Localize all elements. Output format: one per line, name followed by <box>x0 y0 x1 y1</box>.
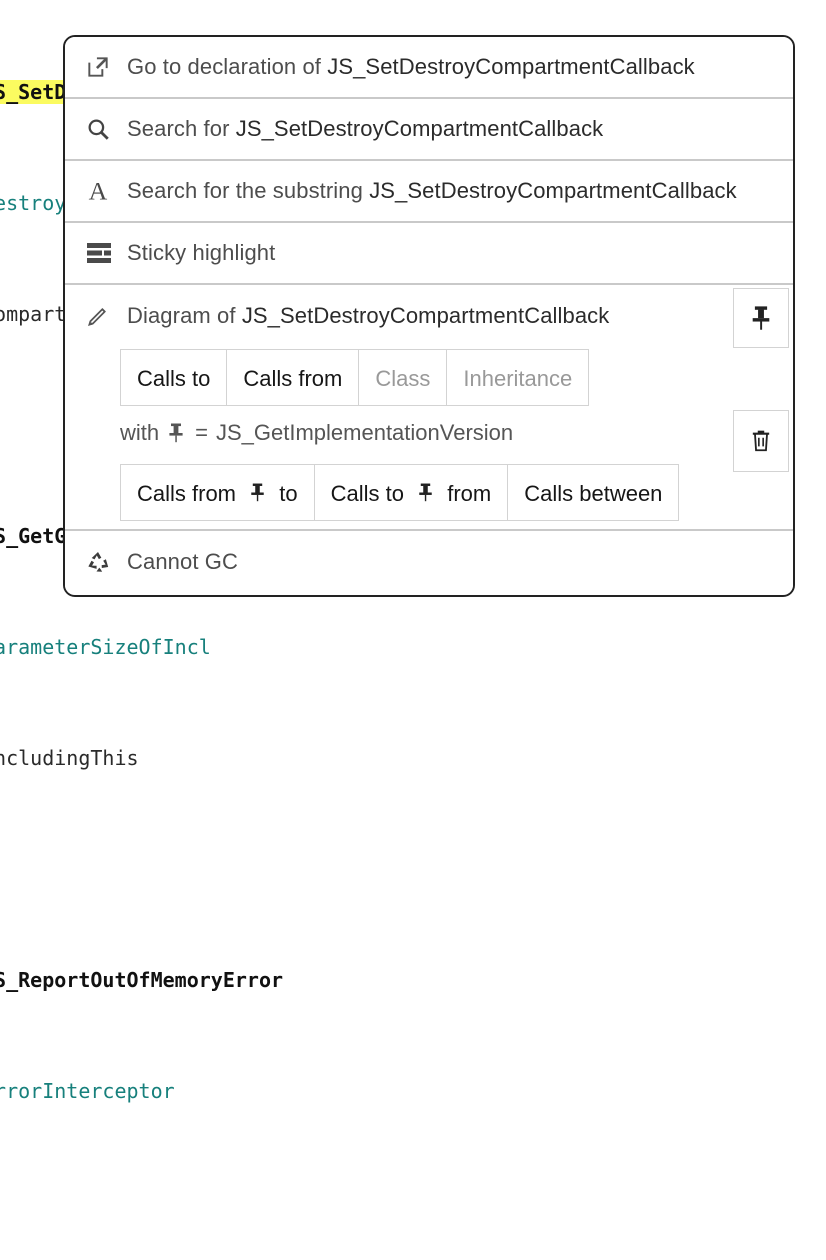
pushpin-icon <box>167 422 185 444</box>
pushpin-icon <box>249 482 266 503</box>
menu-item-symbol: JS_SetDestroyCompartmentCallback <box>369 178 737 203</box>
pinned-symbol-line: with = JS_GetImplementationVersion <box>120 406 793 460</box>
diagram-type-button-group: Calls to Calls from Class Inheritance <box>120 349 793 406</box>
search-icon <box>85 116 127 142</box>
pen-icon <box>85 303 127 329</box>
pushpin-icon <box>417 482 434 503</box>
menu-item-symbol: JS_SetDestroyCompartmentCallback <box>235 116 604 141</box>
diagram-inheritance-button[interactable]: Inheritance <box>446 349 590 406</box>
diagram-pin-relation-button-group: Calls from to Calls to <box>120 464 793 521</box>
menu-item-sticky-highlight[interactable]: Sticky highlight <box>65 223 793 285</box>
code-line: JS_ReportOutOfMemoryError <box>0 968 284 992</box>
menu-item-symbol: JS_SetDestroyCompartmentCallback <box>327 54 695 79</box>
recycle-icon <box>85 549 127 575</box>
menu-item-diagram[interactable]: Diagram of JS_SetDestroyCompartmentCallb… <box>65 285 793 347</box>
menu-item-label: Search for JS_SetDestroyCompartmentCallb… <box>127 116 603 142</box>
menu-item-label: Sticky highlight <box>127 240 275 266</box>
code-line: ErrorInterceptor <box>0 1079 175 1103</box>
code-line: ) <box>0 1184 826 1221</box>
button-text-after: to <box>279 481 298 506</box>
delete-pin-button[interactable] <box>733 410 789 472</box>
menu-item-text: Search for the substring <box>127 178 370 203</box>
diagram-calls-to-button[interactable]: Calls to <box>120 349 227 406</box>
menu-item-label: Search for the substring JS_SetDestroyCo… <box>127 178 737 204</box>
menu-item-cannot-gc[interactable]: Cannot GC <box>65 531 793 593</box>
menu-item-symbol: JS_SetDestroyCompartmentCallback <box>241 303 610 328</box>
context-menu-popup: Go to declaration of JS_SetDestroyCompar… <box>63 35 795 597</box>
button-text-after: from <box>447 481 492 506</box>
external-link-icon <box>85 54 127 80</box>
menu-item-go-to-declaration[interactable]: Go to declaration of JS_SetDestroyCompar… <box>65 37 793 99</box>
letter-a-icon: A <box>85 177 127 205</box>
svg-text:A: A <box>89 177 108 205</box>
menu-item-search-substring[interactable]: A Search for the substring JS_SetDestroy… <box>65 161 793 223</box>
menu-item-label: Diagram of JS_SetDestroyCompartmentCallb… <box>127 303 609 329</box>
calls-from-pin-to-button[interactable]: Calls from to <box>120 464 314 521</box>
calls-between-button[interactable]: Calls between <box>507 464 680 521</box>
trash-icon <box>748 427 774 455</box>
with-label: with <box>120 420 160 445</box>
code-line: includingThis <box>0 746 139 770</box>
code-line <box>0 851 826 888</box>
menu-item-text: Search for <box>127 116 236 141</box>
menu-item-text: Diagram of <box>127 303 242 328</box>
code-line: ParameterSizeOfIncl <box>0 635 211 659</box>
diagram-calls-from-button[interactable]: Calls from <box>226 349 359 406</box>
menu-item-label: Go to declaration of JS_SetDestroyCompar… <box>127 54 695 80</box>
pinned-symbol-value: JS_GetImplementationVersion <box>215 420 514 445</box>
button-text-before: Calls to <box>330 481 404 506</box>
menu-item-text: Sticky highlight <box>127 240 276 265</box>
calls-to-pin-from-button[interactable]: Calls to from <box>313 464 508 521</box>
pushpin-icon <box>750 304 772 332</box>
pin-toggle-button[interactable] <box>733 288 789 348</box>
sticky-highlight-icon <box>85 241 127 265</box>
equals-sign: = <box>195 420 208 445</box>
button-text-before: Calls from <box>137 481 237 506</box>
diagram-class-button[interactable]: Class <box>358 349 447 406</box>
menu-item-search-for[interactable]: Search for JS_SetDestroyCompartmentCallb… <box>65 99 793 161</box>
menu-item-text: Go to declaration of <box>127 54 328 79</box>
menu-item-label: Cannot GC <box>127 549 238 574</box>
diagram-section: Diagram of JS_SetDestroyCompartmentCallb… <box>65 285 793 531</box>
